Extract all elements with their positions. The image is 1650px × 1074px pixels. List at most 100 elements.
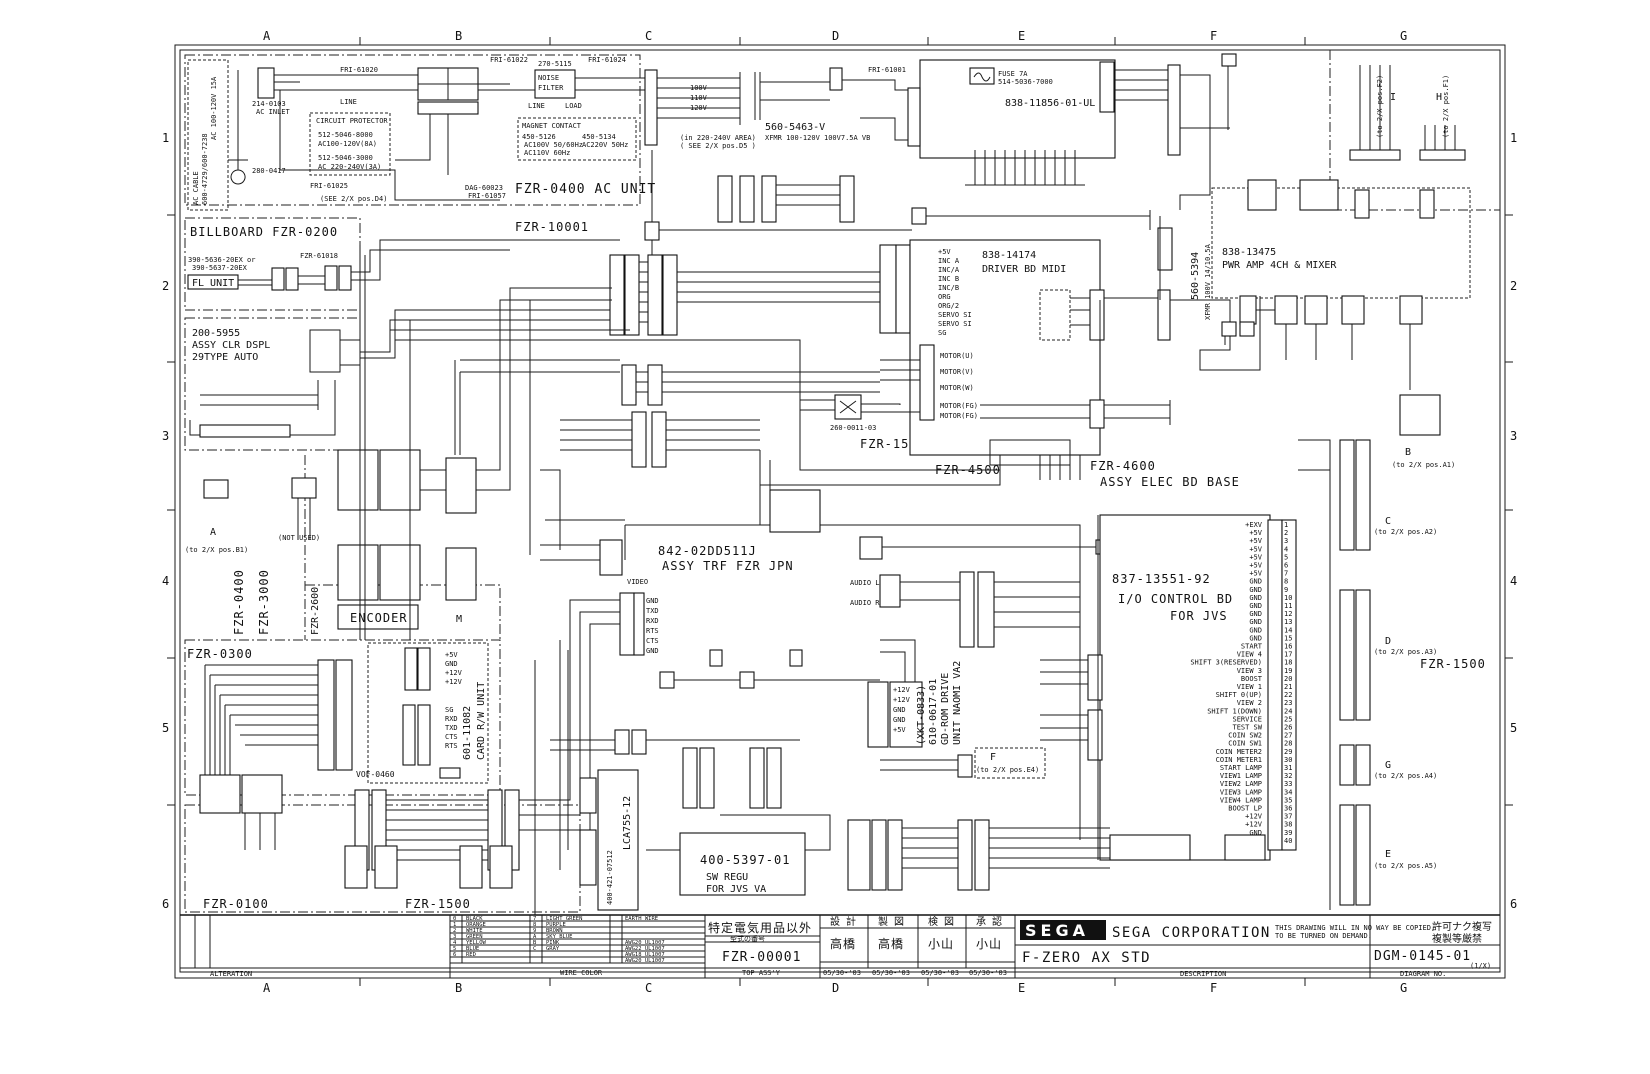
wire-color-name: YELLOW: [466, 940, 487, 946]
svg-text:+5V: +5V: [893, 726, 906, 734]
offsheet-H-label: H: [1436, 92, 1442, 103]
offsheet-E-label: E: [1385, 849, 1391, 860]
drafted-label: 製 図: [878, 915, 904, 928]
jp-notice-1: 許可ナク複写: [1432, 920, 1492, 933]
io-bd-sub: FOR JVS: [1170, 609, 1228, 623]
io-pin-number: 25: [1284, 715, 1292, 723]
col-label-B-bottom: B: [455, 981, 463, 995]
c-column-top-conn: [644, 150, 1150, 255]
svg-text:CARD R/W UNIT: CARD R/W UNIT: [476, 682, 487, 760]
io-pin-number: 27: [1284, 732, 1292, 740]
signer-1: 高橋: [830, 936, 856, 951]
bottom-trunk: [534, 640, 569, 915]
region-fzr1500-bot-label: FZR-1500: [405, 897, 471, 911]
svg-text:100V: 100V: [690, 84, 708, 92]
svg-text:LOAD: LOAD: [565, 102, 582, 110]
right-edge-connectors: B (to 2/X pos.A1) C (to 2/X pos.A2) D (t…: [1339, 439, 1455, 906]
svg-text:400-421-07512: 400-421-07512: [606, 850, 614, 905]
awg-label: AWG22 UL1007: [625, 946, 665, 952]
svg-text:VOF-0460: VOF-0460: [356, 770, 395, 779]
io-pin-label: +5V: [1249, 545, 1262, 553]
io-pin-label: VIEW 3: [1237, 667, 1262, 675]
svg-text:CTS: CTS: [646, 637, 659, 645]
wire-color-code: 2: [453, 928, 456, 934]
offsheet-D-label: D: [1385, 636, 1391, 647]
svg-text:FRI-61024: FRI-61024: [588, 56, 626, 64]
magnet-contact: MAGNET CONTACT 450-5126 AC100V 50/60Hz A…: [517, 117, 637, 161]
svg-text:(to 2/X pos.A2): (to 2/X pos.A2): [1374, 528, 1437, 536]
wire-color-label: WIRE COLOR: [560, 969, 603, 977]
io-pin-number: 16: [1284, 643, 1292, 651]
io-pin-number: 2: [1284, 529, 1288, 537]
io-pin-label: VIEW 2: [1237, 699, 1262, 707]
xfmr-part: 560-5463-V: [765, 122, 825, 133]
io-pin-number: 29: [1284, 748, 1292, 756]
svg-text:200-5955: 200-5955: [192, 328, 240, 339]
fl-unit-label: FL UNIT: [192, 278, 234, 289]
svg-text:F: F: [990, 752, 996, 763]
encoder-region: [304, 455, 501, 640]
svg-text:390-5637-20EX: 390-5637-20EX: [192, 264, 248, 272]
row-label-2: 2: [162, 279, 170, 293]
svg-text:M: M: [456, 614, 462, 625]
io-pin-number: 20: [1284, 675, 1292, 683]
elec-bd-part: FZR-4600: [1090, 459, 1156, 473]
ul-unit: FUSE 7A 514-5036-7000 838-11856-01-UL: [842, 53, 1237, 210]
svg-text:(to 2/X pos.A3): (to 2/X pos.A3): [1374, 648, 1437, 656]
io-pin-number: 10: [1284, 594, 1292, 602]
io-pin-label: GND: [1249, 602, 1262, 610]
date-2: 05/30-'03: [872, 969, 910, 977]
wire-color-code: 5: [453, 946, 456, 952]
io-pin-label: VIEW2 LAMP: [1220, 780, 1262, 788]
fzr0100-wiring: [199, 599, 620, 889]
svg-text:(to 2/X pos.A1): (to 2/X pos.A1): [1392, 461, 1455, 469]
svg-text:LINE: LINE: [528, 102, 545, 110]
driver-bd-label: DRIVER BD MIDI: [982, 264, 1066, 275]
io-pin-number: 11: [1284, 602, 1292, 610]
sheet-border: [174, 44, 1506, 979]
svg-text:XFMR 100V 14/10.5A: XFMR 100V 14/10.5A: [1204, 243, 1212, 320]
io-pin-number: 13: [1284, 618, 1292, 626]
breaker: [395, 67, 510, 175]
io-pin-number: 17: [1284, 651, 1292, 659]
io-pin-label: VIEW4 LAMP: [1220, 796, 1262, 804]
signer-2: 高橋: [878, 936, 904, 951]
io-pin-number: 22: [1284, 691, 1292, 699]
approved-label: 承 認: [976, 915, 1002, 928]
io-pin-label: GND: [1249, 594, 1262, 602]
io-pin-label: COIN SW2: [1228, 732, 1262, 740]
svg-text:DAG-60023: DAG-60023: [465, 184, 503, 192]
svg-text:A: A: [210, 527, 216, 538]
elec-bd-label: ASSY ELEC BD BASE: [1100, 475, 1240, 489]
io-pin-number: 39: [1284, 829, 1292, 837]
ul-unit-bottom-pins: [965, 150, 1085, 186]
svg-text:UNIT NAOMI VA2: UNIT NAOMI VA2: [952, 661, 963, 745]
svg-text:(to 2/X pos.F1): (to 2/X pos.F1): [1442, 75, 1450, 138]
io-pin-number: 31: [1284, 764, 1292, 772]
svg-text:VIDEO: VIDEO: [627, 578, 648, 586]
svg-text:FRI-61001: FRI-61001: [868, 66, 906, 74]
fan: 260-0011-03: [800, 394, 920, 432]
io-pin-number: 30: [1284, 756, 1292, 764]
io-pin-label: VIEW 1: [1237, 683, 1262, 691]
trf-label: ASSY TRF FZR JPN: [662, 559, 794, 573]
io-pin-number: 8: [1284, 578, 1288, 586]
svg-text:110V: 110V: [690, 94, 708, 102]
svg-text:GND: GND: [893, 716, 906, 724]
sw-regu: 400-5397-01 SW REGU FOR JVS VA: [646, 649, 880, 896]
col-label-A: A: [263, 29, 271, 43]
wire-color-code: C: [533, 946, 536, 952]
col-label-G-bottom: G: [1400, 981, 1408, 995]
svg-text:INC B: INC B: [938, 275, 959, 283]
ac-cable: AC CABLE 600-4729/600-7238 AC 100-120V 1…: [187, 59, 286, 211]
io-pin-label: BOOST LP: [1228, 805, 1262, 813]
io-bd-label: I/O CONTROL BD: [1118, 592, 1233, 606]
fzr0100-region: [184, 804, 581, 913]
io-pin-label: COIN METER1: [1216, 756, 1262, 764]
offsheet-A: A (to 2/X pos.B1): [185, 479, 248, 554]
top-assy-label: TOP ASS'Y: [742, 969, 781, 977]
io-pin-label: +12V: [1245, 813, 1263, 821]
driver-bd: 838-14174 DRIVER BD MIDI +5V INC A INC/A…: [879, 239, 1171, 466]
